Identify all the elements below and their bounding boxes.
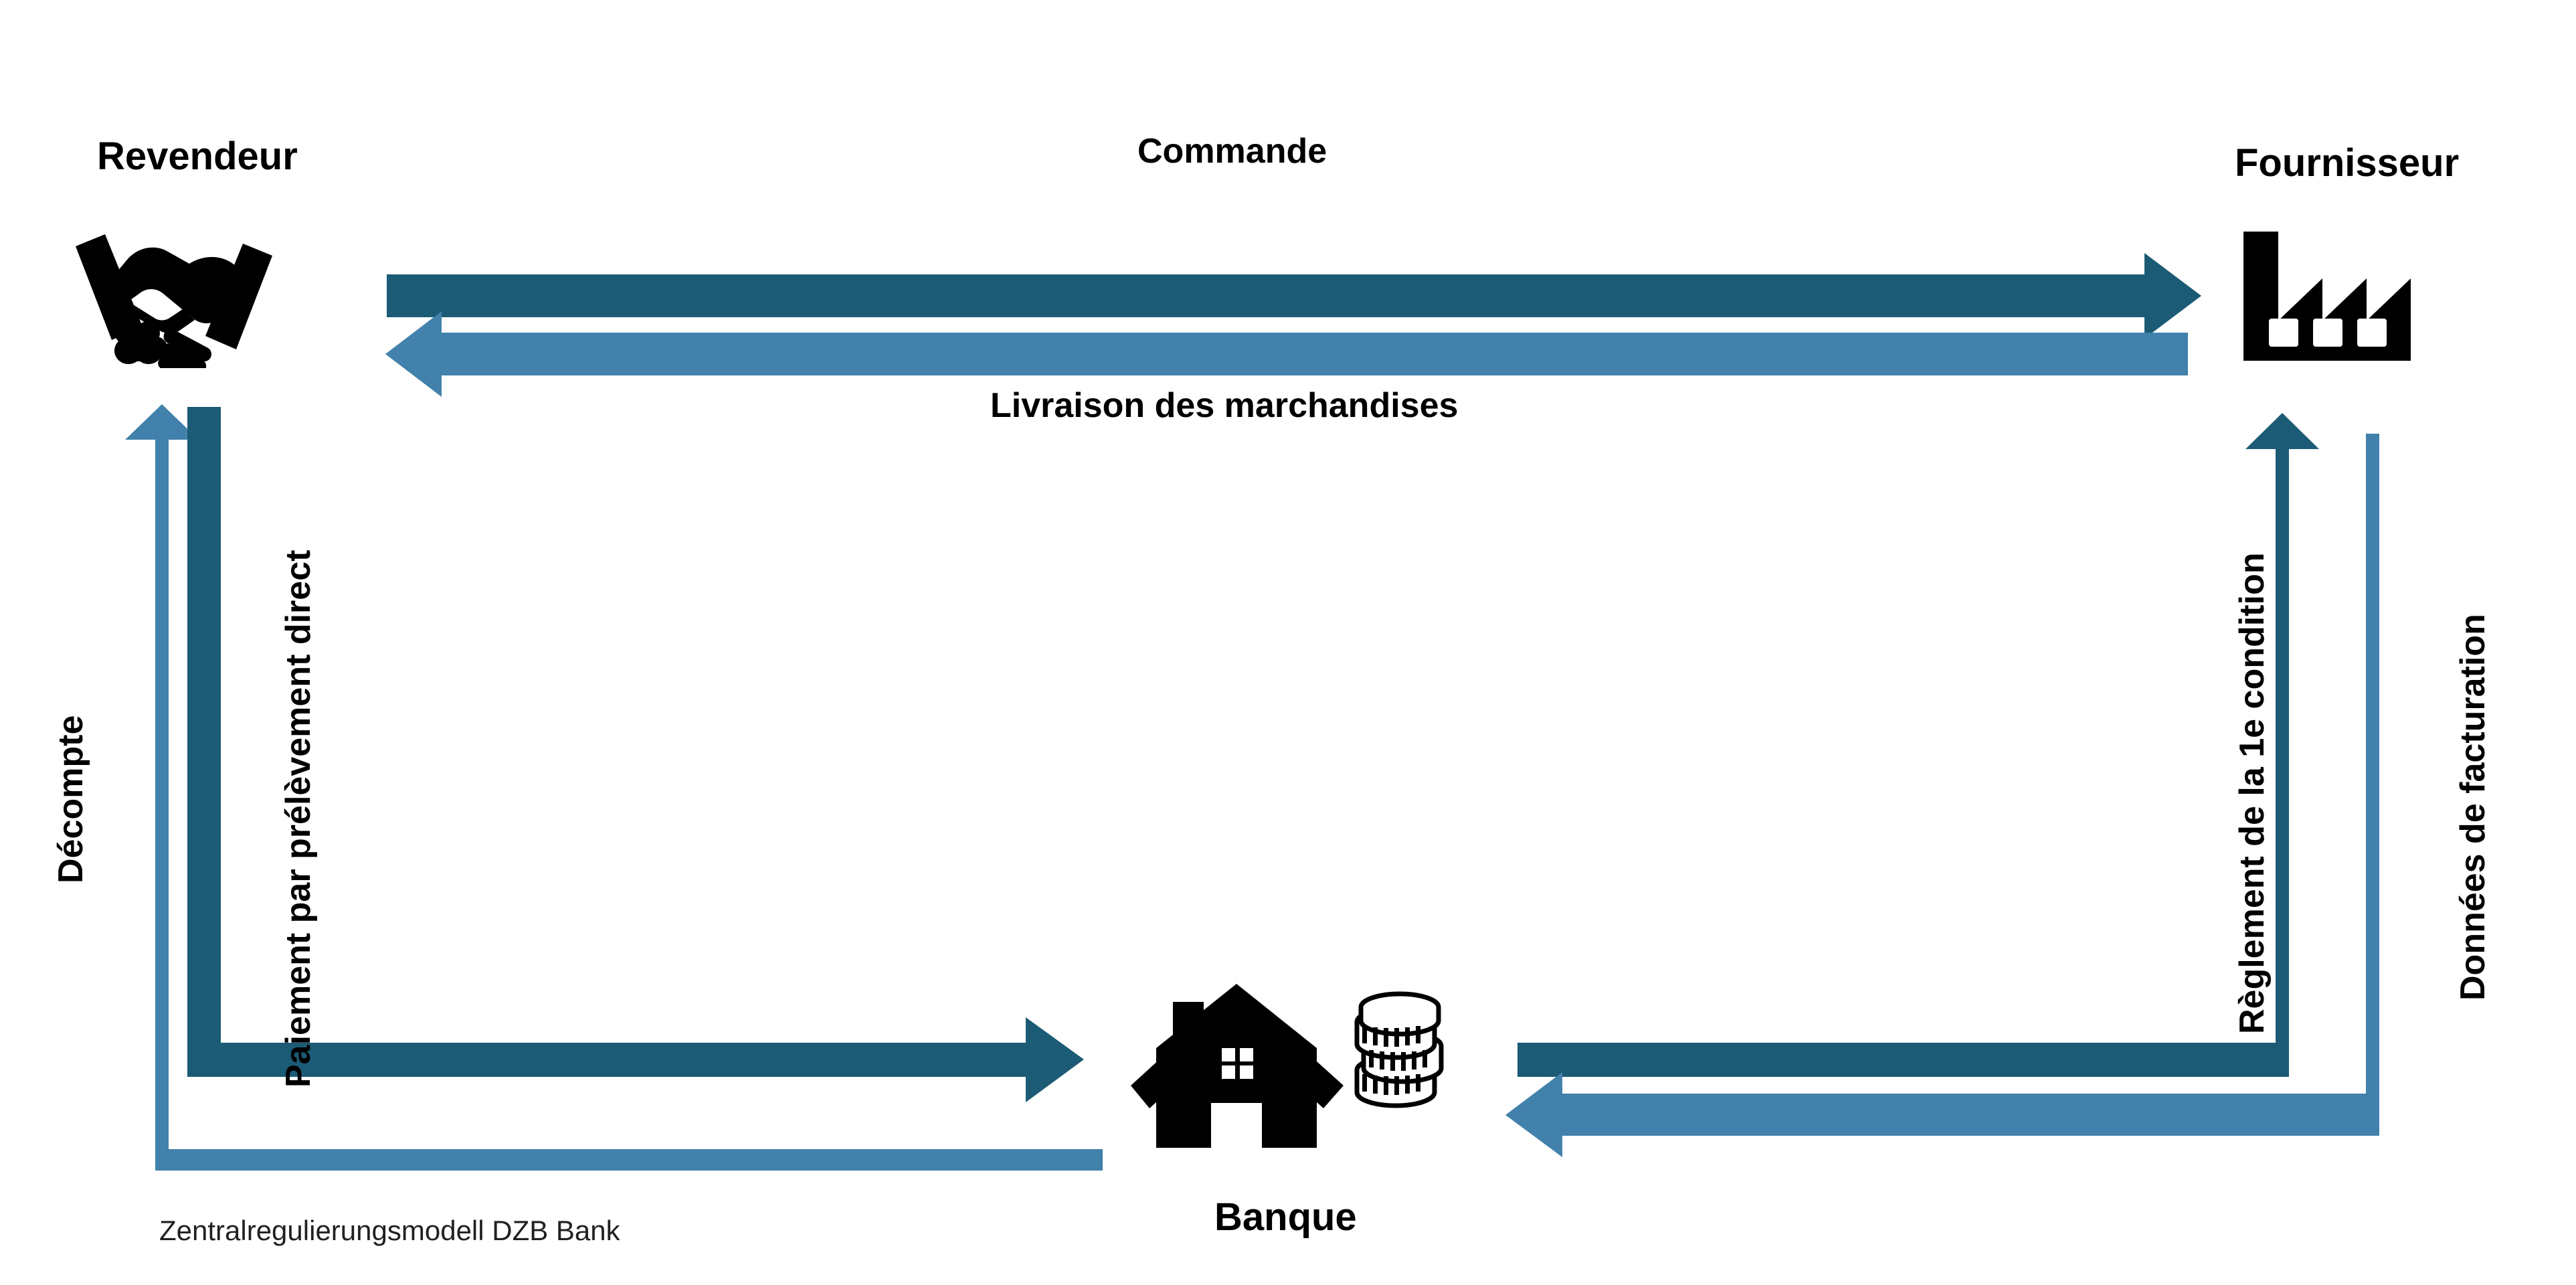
diagram-caption: Zentralregulierungsmodell DZB Bank bbox=[159, 1215, 620, 1246]
flow-label-commande: Commande bbox=[1137, 132, 1327, 171]
arrow-reglement bbox=[1517, 413, 2319, 1077]
arrow-commande bbox=[387, 253, 2201, 339]
node-label-banque: Banque bbox=[1214, 1195, 1357, 1239]
bank-house-coins-icon bbox=[1131, 984, 1472, 1151]
node-label-fournisseur: Fournisseur bbox=[2235, 141, 2460, 185]
arrow-livraison bbox=[385, 311, 2188, 397]
arrow-prelevement bbox=[187, 407, 1084, 1102]
node-label-revendeur: Revendeur bbox=[97, 135, 298, 178]
flow-label-reglement-1e-condition: Règlement de la 1e condition bbox=[2233, 552, 2272, 1034]
flow-label-donnees-facturation: Données de facturation bbox=[2454, 614, 2492, 1001]
handshake-icon bbox=[64, 221, 284, 368]
flow-label-paiement-prelevement-direct: Paiement par prélèvement direct bbox=[279, 549, 318, 1088]
flow-label-livraison: Livraison des marchandises bbox=[990, 386, 1459, 425]
flow-label-decompte: Décompte bbox=[52, 715, 90, 883]
factory-icon bbox=[2243, 217, 2411, 361]
